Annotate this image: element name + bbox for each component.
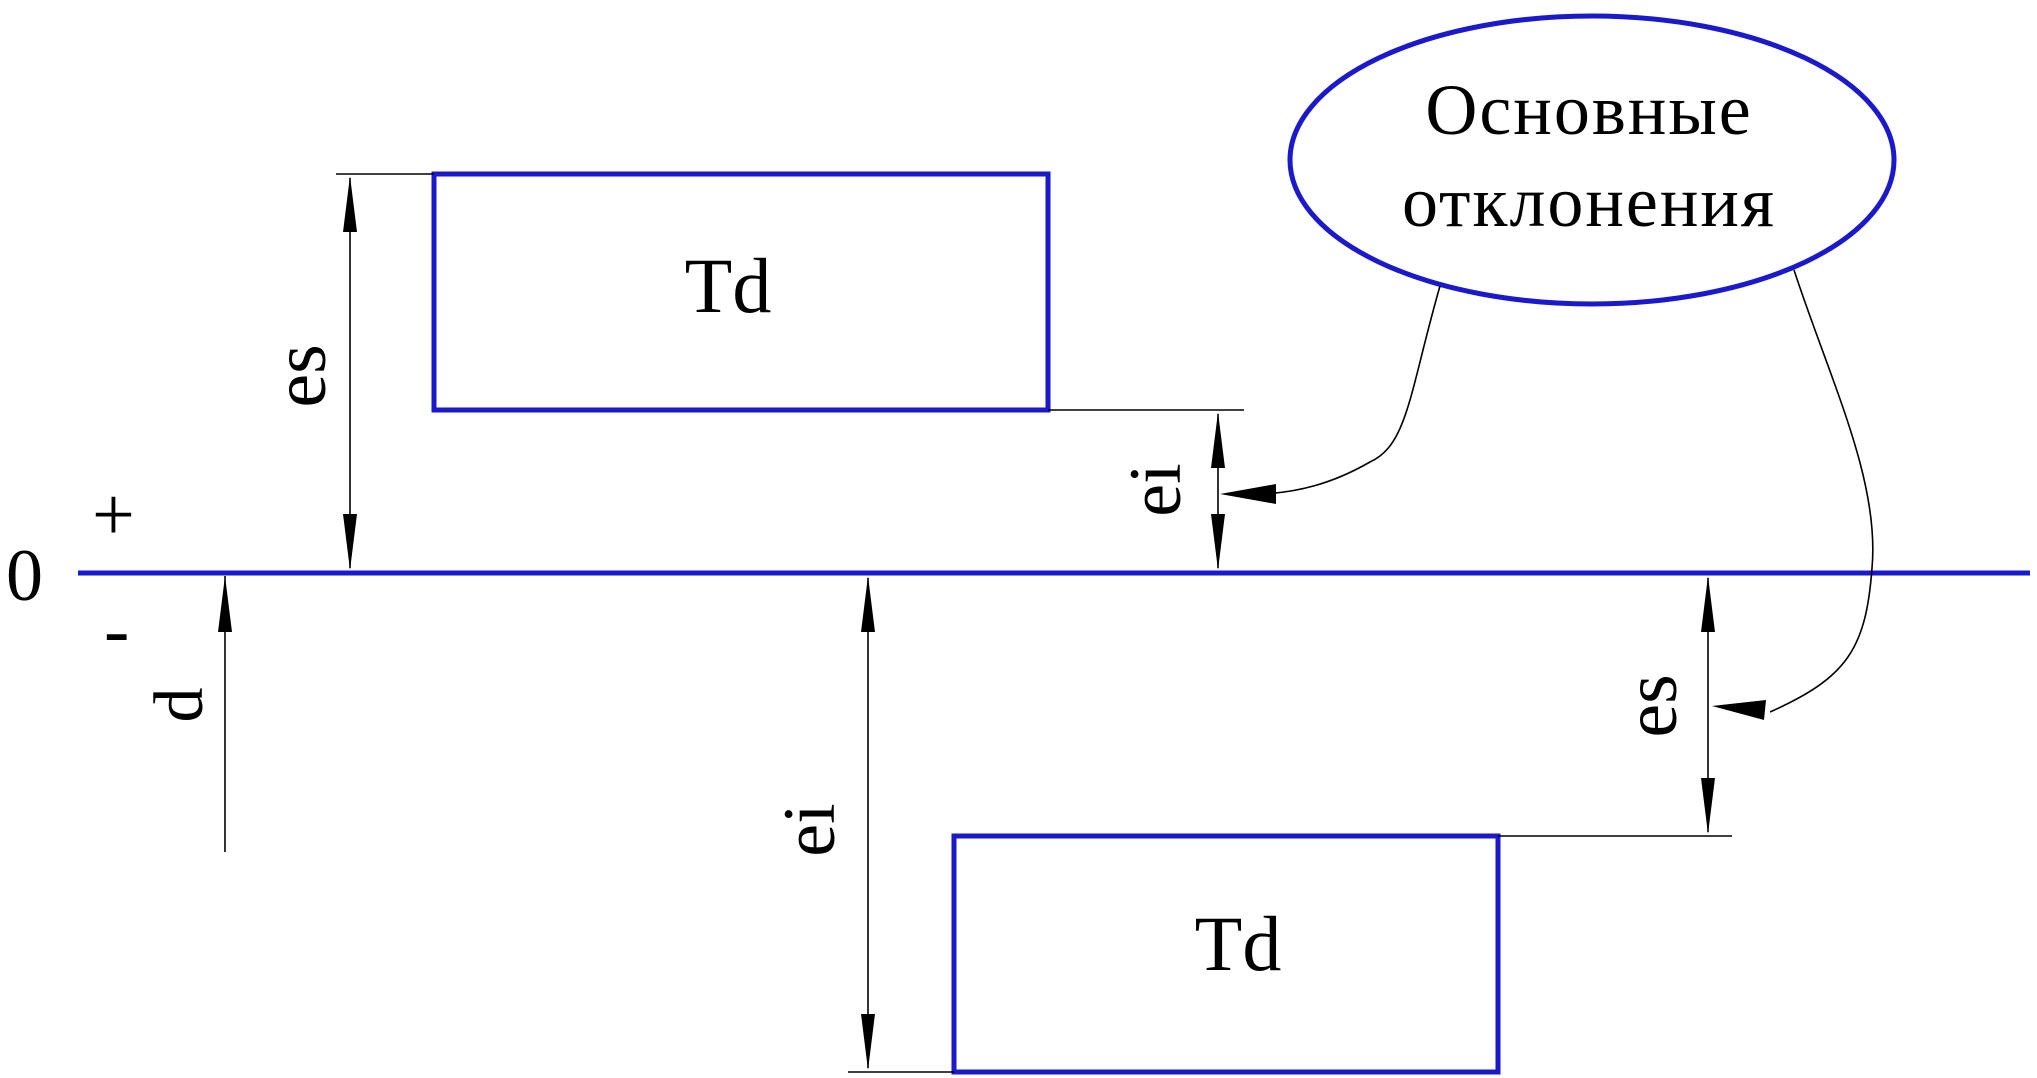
arrowhead-up xyxy=(343,176,357,232)
ei-lower-dimension xyxy=(848,576,954,1073)
callout-leader-es xyxy=(1712,269,1874,720)
callout-text-line1: Основные xyxy=(1425,70,1752,150)
callout-leader-ei xyxy=(1220,285,1441,504)
plus-sign: + xyxy=(92,473,135,557)
tolerance-zone-upper xyxy=(431,171,1051,413)
arrowhead-up xyxy=(1211,412,1225,468)
tolerance-zone-lower xyxy=(951,833,1501,1075)
es-lower-dimension xyxy=(1498,576,1732,837)
ei-upper-label: ei xyxy=(1115,463,1197,516)
diameter-label: d xyxy=(141,688,218,723)
arrowhead-down xyxy=(861,1014,875,1070)
es-upper-dimension xyxy=(336,173,434,570)
arrowhead-left xyxy=(1220,484,1276,504)
arrowhead-up xyxy=(1701,576,1715,632)
ei-lower-label: ei xyxy=(769,803,851,856)
callout-text-line2: отклонения xyxy=(1402,162,1776,242)
arrowhead-left xyxy=(1712,700,1766,720)
callout-ellipse xyxy=(1287,13,1897,307)
ei-upper-dimension xyxy=(1048,409,1244,570)
es-lower-label: es xyxy=(1609,674,1693,737)
arrowhead-down xyxy=(343,514,357,570)
es-upper-label: es xyxy=(258,344,342,407)
arrowhead-down xyxy=(1701,778,1715,834)
arrowhead-up xyxy=(218,576,232,632)
minus-sign: - xyxy=(104,588,129,672)
tolerance-zone-upper-label: Td xyxy=(685,242,772,329)
arrowhead-down xyxy=(1211,514,1225,570)
tolerance-zone-lower-label: Td xyxy=(1195,900,1282,987)
arrowhead-up xyxy=(861,576,875,632)
zero-label: 0 xyxy=(6,535,43,617)
diameter-leader xyxy=(218,576,232,852)
